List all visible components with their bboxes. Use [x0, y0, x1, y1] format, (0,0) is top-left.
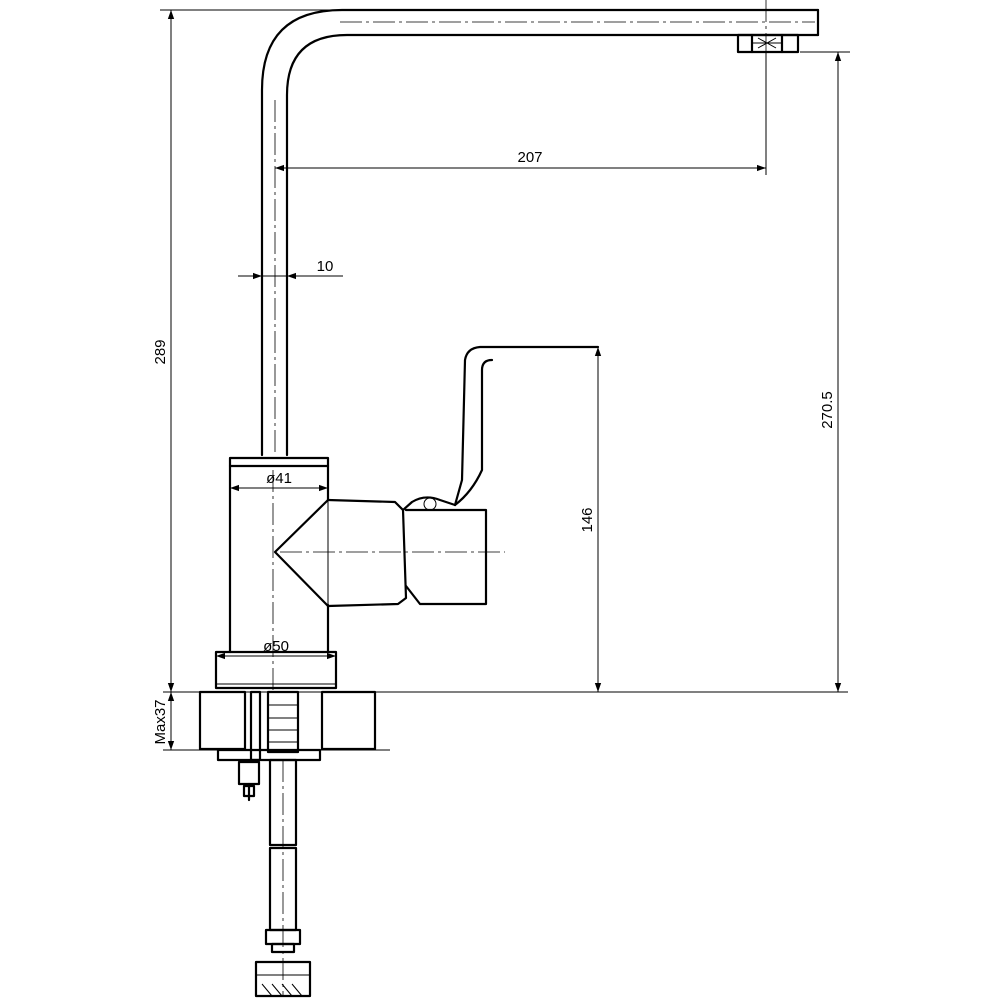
- faucet-body: [214, 456, 338, 690]
- dimension-spout-height: 270.5: [800, 51, 850, 692]
- handle-height-label: 146: [579, 507, 596, 532]
- countertop-section: [163, 690, 848, 751]
- dimension-spout-tube: 10: [238, 258, 343, 280]
- aerator: [736, 0, 800, 175]
- flexible-hose: [254, 758, 312, 998]
- dimension-body-diameter: ø41: [230, 470, 328, 492]
- body-diameter-label: ø41: [266, 470, 292, 487]
- total-height-label: 289: [152, 339, 169, 364]
- dimension-total-height: 289: [152, 9, 340, 692]
- spout-height-label: 270.5: [819, 391, 836, 429]
- spout: [260, 8, 820, 457]
- dimension-handle-height: 146: [579, 347, 602, 692]
- base-diameter-label: ø50: [263, 638, 289, 655]
- mounting-hardware: [216, 690, 322, 802]
- dimension-max-countertop: Max37: [152, 692, 175, 750]
- max-countertop-label: Max37: [152, 699, 169, 744]
- faucet-handle: [273, 345, 600, 608]
- dimension-base-diameter: ø50: [216, 638, 336, 660]
- spout-reach-label: 207: [517, 149, 542, 166]
- spout-tube-label: 10: [317, 258, 334, 275]
- dimension-spout-reach: 207: [275, 52, 767, 175]
